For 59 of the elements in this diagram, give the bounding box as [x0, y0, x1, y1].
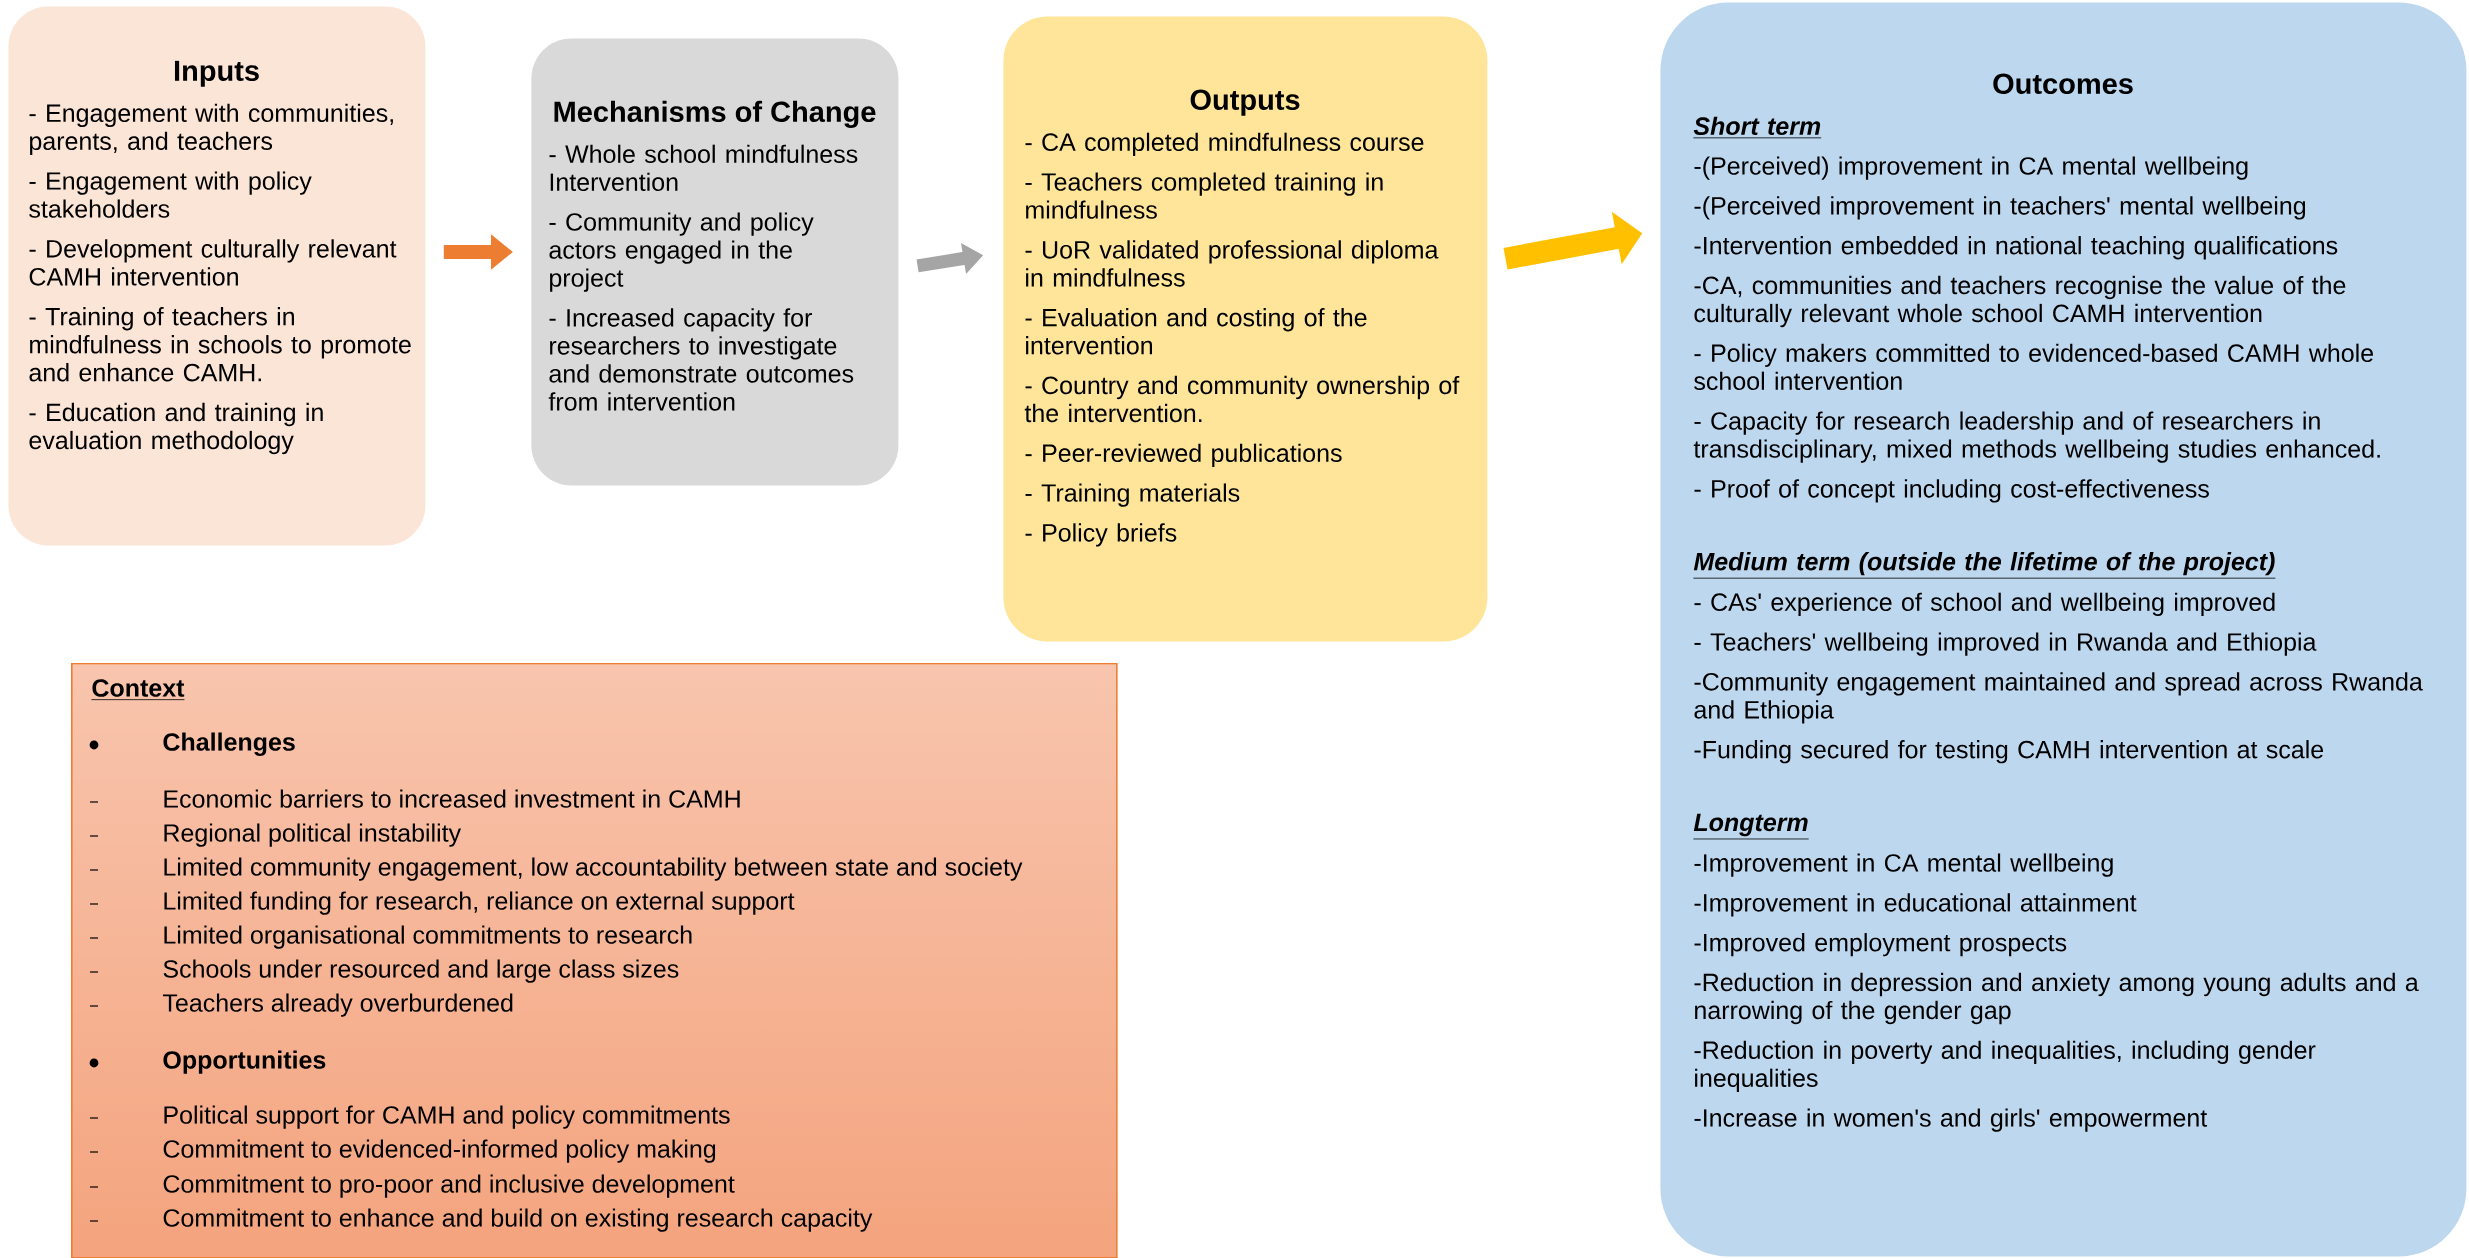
- box-heading: Outputs: [1190, 89, 1300, 116]
- list-item: - UoR validated professional diploma in mindfulness: [1025, 240, 1439, 287]
- section-heading: Context: [91, 679, 185, 701]
- list-item: - Teachers' wellbeing improved in Rwanda and Ethiopia: [1694, 632, 2317, 656]
- list-item: -Reduction in poverty and inequalities, including gender inequalities: [1694, 1040, 2316, 1092]
- list-item: -Improvement in CA mental wellbeing: [1694, 853, 2113, 877]
- list-item: - Evaluation and costing of the intervention: [1025, 308, 1367, 355]
- box-heading: Mechanisms of Change: [554, 100, 876, 128]
- stage-box: [1003, 16, 1488, 642]
- stage-box: [531, 38, 899, 486]
- section-heading: Longterm: [1693, 813, 1810, 840]
- list-item: -Intervention embedded in national teaching qualifications: [1694, 236, 2338, 260]
- list-item: Commitment to enhance and build on existing research capacity: [89, 1208, 873, 1232]
- list-item: -Community engagement maintained and spread across Rwanda and Ethiopia: [1694, 672, 2423, 724]
- bullet-heading: Opportunities: [89, 1050, 326, 1074]
- list-item: Commitment to evidenced-informed policy making: [89, 1139, 716, 1163]
- list-item: Limited funding for research, reliance on external support: [89, 891, 795, 915]
- list-item: Schools under resourced and large class sizes: [89, 959, 679, 983]
- list-item: - Increased capacity for researchers to investigate and demonstrate outcomes from intervention: [548, 308, 854, 411]
- list-item: - Policy briefs: [1025, 523, 1177, 547]
- context-box: [71, 663, 1118, 1258]
- list-item: - Country and community ownership of the intervention.: [1024, 375, 1460, 423]
- list-item: Economic barriers to increased investment in CAMH: [89, 789, 740, 808]
- bullet-heading: Challenges: [89, 732, 295, 756]
- list-item: -CA, communities and teachers recognise the value of the culturally relevant whole school CAMH intervention: [1694, 275, 2346, 328]
- stage-box: [1660, 2, 2467, 1257]
- list-item: -Improved employment prospects: [1694, 933, 2067, 957]
- list-item: - CAs' experience of school and wellbeing improved: [1694, 592, 2275, 616]
- list-item: Teachers already overburdened: [89, 993, 513, 1017]
- list-item: Limited organisational commitments to research: [89, 925, 692, 949]
- list-item: -Funding secured for testing CAMH intervention at scale: [1694, 740, 2324, 764]
- list-item: Limited community engagement, low accountability between state and society: [89, 857, 1023, 881]
- list-item: Political support for CAMH and policy commitments: [89, 1105, 730, 1129]
- list-item: Commitment to pro-poor and inclusive development: [89, 1174, 735, 1198]
- section-heading: Short term: [1693, 116, 1822, 139]
- list-item: -Improvement in educational attainment: [1694, 893, 2137, 917]
- box-heading: Outcomes: [1993, 73, 2133, 95]
- list-item: - Development culturally relevant CAMH intervention: [29, 239, 397, 286]
- section-heading: Medium term (outside the lifetime of the project): [1693, 552, 2276, 579]
- list-item: - Capacity for research leadership and of researchers in transdisciplinary, mixed methods wellbeing studies enhanced.: [1693, 411, 2380, 463]
- list-item: - Teachers completed training in mindfulness: [1025, 172, 1383, 219]
- list-item: Regional political instability: [89, 823, 462, 847]
- list-item: -(Perceived improvement in teachers' mental wellbeing: [1694, 196, 2306, 220]
- list-item: - CA completed mindfulness course: [1025, 132, 1424, 156]
- list-item: -(Perceived) improvement in CA mental wellbeing: [1694, 156, 2248, 180]
- stage-box: [8, 6, 426, 546]
- box-heading: Inputs: [174, 60, 259, 87]
- list-item: - Engagement with communities, parents, and teachers: [29, 103, 393, 155]
- list-item: - Training materials: [1025, 483, 1240, 507]
- list-item: - Training of teachers in mindfulness in schools to promote and enhance CAMH.: [29, 307, 411, 382]
- list-item: - Policy makers committed to evidenced-based CAMH whole school intervention: [1694, 343, 2373, 391]
- list-item: - Education and training in evaluation methodology: [29, 402, 323, 455]
- list-item: -Reduction in depression and anxiety among young adults and a narrowing of the gender gap: [1694, 972, 2419, 1025]
- list-item: - Engagement with policy stakeholders: [29, 171, 312, 218]
- list-item: - Community and policy actors engaged in the project: [549, 212, 814, 292]
- list-item: - Whole school mindfulness Intervention: [549, 144, 858, 192]
- list-item: -Increase in women's and girls' empowerment: [1694, 1108, 2208, 1132]
- list-item: - Peer-reviewed publications: [1025, 443, 1342, 467]
- list-item: - Proof of concept including cost-effectiveness: [1694, 479, 2209, 503]
